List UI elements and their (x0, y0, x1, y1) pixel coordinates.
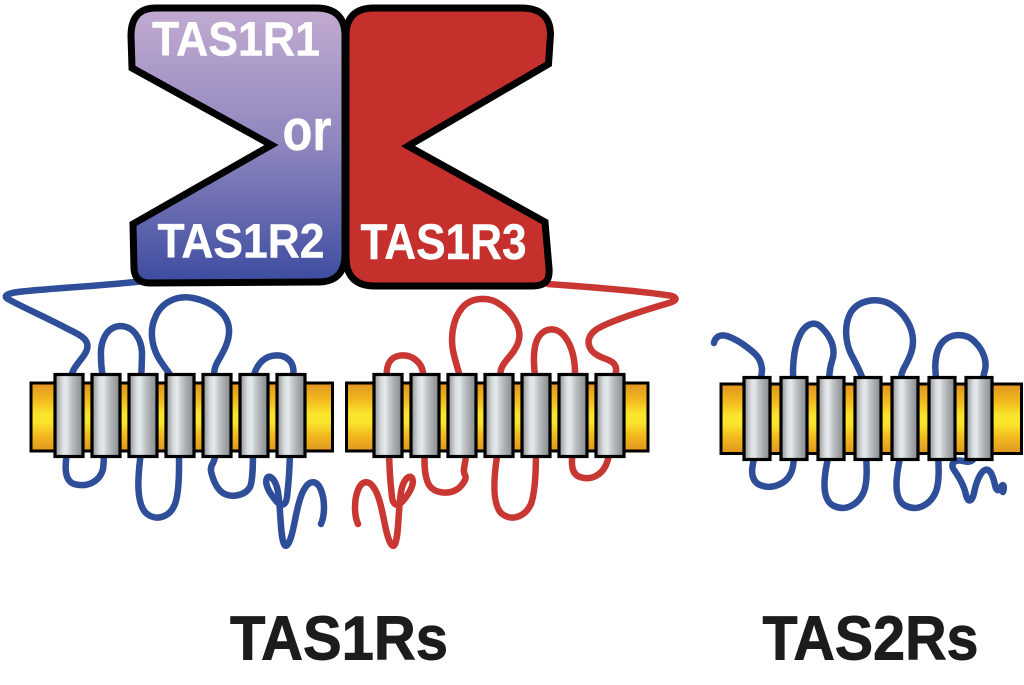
svg-text:TAS2Rs: TAS2Rs (763, 605, 979, 674)
svg-text:TAS1Rs: TAS1Rs (230, 605, 448, 674)
svg-text:TAS1R1: TAS1R1 (152, 14, 320, 67)
svg-text:TAS1R2: TAS1R2 (158, 216, 325, 269)
svg-text:TAS1R3: TAS1R3 (361, 214, 527, 270)
svg-text:or: or (283, 98, 332, 163)
